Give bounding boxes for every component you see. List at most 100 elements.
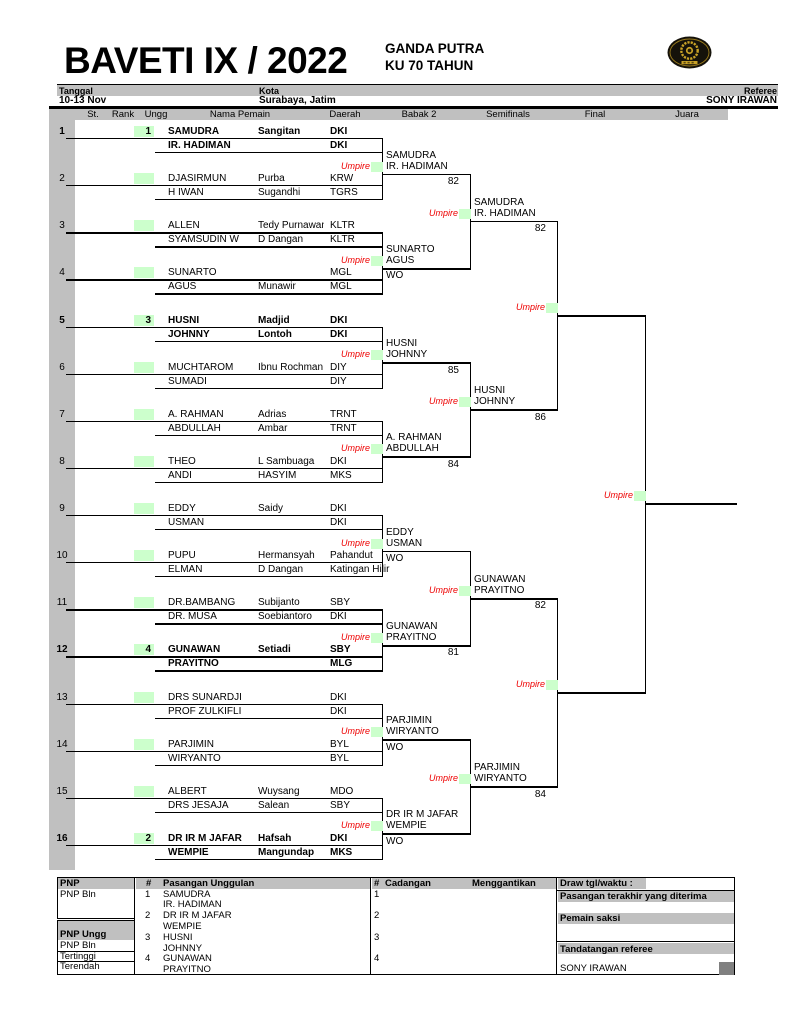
- player1-name: ALBERT: [168, 785, 207, 797]
- round1-winner-name1: PARJIMIN: [386, 715, 432, 727]
- player1-firstname: Purba: [258, 173, 285, 185]
- entry-line-p2: [155, 340, 383, 342]
- player1-firstname: Ibnu Rochman: [258, 361, 324, 373]
- umpire-label: Umpire: [340, 537, 370, 548]
- entry-line-p2: [155, 717, 383, 719]
- player1-region: KLTR: [330, 220, 355, 232]
- umpire-highlight: [459, 774, 471, 785]
- player2-name: AGUS: [168, 281, 197, 293]
- umpire-highlight: [634, 491, 646, 502]
- player1-name: PARJIMIN: [168, 738, 214, 750]
- column-header-ungg: Ungg: [144, 109, 168, 120]
- round1-winner-line: [381, 362, 471, 364]
- entry-line-p2: [155, 811, 383, 814]
- round2-winner-line: [469, 409, 558, 411]
- umpire-highlight: [371, 632, 383, 643]
- round1-winner-name2: AGUS: [386, 254, 415, 266]
- player1-name: PUPU: [168, 550, 196, 562]
- round2-winner-line: [469, 220, 558, 223]
- player2-firstname: D Dangan: [258, 234, 304, 246]
- entry-line-p1: [66, 467, 383, 470]
- pnp-header: PNP: [60, 877, 80, 889]
- entry-line-p2: [155, 529, 383, 531]
- player2-region: MKS: [330, 846, 353, 858]
- entry-line-p2: [155, 434, 383, 437]
- round2-winner-line: [469, 786, 558, 789]
- player2-region: DKI: [330, 328, 348, 340]
- round1-winner-name2: PRAYITNO: [386, 631, 437, 643]
- player2-region: MLG: [330, 658, 353, 670]
- umpire-highlight: [371, 821, 383, 832]
- round2-winner-name1: HUSNI: [474, 385, 506, 397]
- umpire-label: Umpire: [340, 254, 370, 265]
- umpire-label: Umpire: [428, 773, 458, 784]
- entry-line-p1: [66, 609, 383, 611]
- umpire-highlight: [371, 161, 383, 172]
- umpire-label: Umpire: [428, 584, 458, 595]
- player1-name: ALLEN: [168, 220, 200, 232]
- tandatangan-label: Tandatangan referee: [560, 943, 653, 955]
- round2-winner-name2: WIRYANTO: [474, 773, 527, 785]
- umpire-highlight: [459, 397, 471, 408]
- round1-winner-name2: WEMPIE: [386, 820, 427, 832]
- player2-firstname: D Dangan: [258, 564, 304, 576]
- player2-name: DR. MUSA: [168, 611, 217, 623]
- player1-firstname: Saidy: [258, 503, 284, 515]
- player2-region: DKI: [330, 705, 347, 717]
- player2-name: DRS JESAJA: [168, 799, 229, 811]
- cadangan-hash: #: [374, 877, 380, 889]
- round1-winner-line: [381, 267, 471, 270]
- seed-number: 3: [145, 314, 151, 326]
- player1-firstname: Subijanto: [258, 597, 300, 609]
- draw-time-band: [557, 878, 646, 889]
- player1-region: SBY: [330, 597, 351, 609]
- player1-name: A. RAHMAN: [168, 408, 224, 420]
- last-pair-band: [557, 891, 734, 902]
- player1-region: SBY: [330, 644, 351, 656]
- player2-name: H IWAN: [168, 187, 204, 199]
- player2-region: DKI: [330, 517, 347, 529]
- player1-name: MUCHTAROM: [168, 361, 234, 373]
- player2-name: PROF ZULKIFLI: [168, 705, 242, 717]
- umpire-highlight: [459, 585, 471, 596]
- column-header-semifinals: Semifinals: [486, 109, 530, 120]
- round2-score: 82: [534, 600, 546, 612]
- pemain-saksi-band: [557, 912, 734, 924]
- seeded-pair-number: 1: [145, 888, 151, 900]
- round1-winner-line: [381, 456, 471, 459]
- player2-name: ABDULLAH: [168, 422, 221, 434]
- player1-firstname: Madjid: [258, 314, 290, 326]
- semifinal-winner-line: [556, 314, 646, 317]
- round2-score: 86: [534, 411, 546, 423]
- player2-name: WEMPIE: [168, 846, 209, 858]
- referee-signature-name: SONY IRAWAN: [560, 962, 627, 974]
- entry-line-p1: [66, 656, 383, 658]
- player2-firstname: HASYIM: [258, 469, 297, 481]
- player1-region: DIY: [330, 361, 347, 373]
- round1-score: WO: [386, 741, 404, 753]
- entry-line-p1: [66, 185, 383, 187]
- seed-highlight: [134, 126, 154, 137]
- seeded-pair-name1: SAMUDRA: [163, 888, 211, 900]
- menggantikan-label: Menggantikan: [472, 877, 536, 889]
- player1-name: HUSNI: [168, 314, 200, 326]
- seeded-pair-name1: GUNAWAN: [163, 953, 212, 965]
- seed-highlight: [134, 550, 154, 562]
- round1-winner-line: [381, 173, 471, 176]
- player1-name: DR IR M JAFAR: [168, 832, 242, 844]
- player1-region: KRW: [330, 173, 354, 185]
- round1-winner-line: [381, 550, 471, 553]
- entry-number: 14: [56, 738, 68, 750]
- player1-firstname: Adrias: [258, 408, 287, 420]
- column-header-final: Final: [584, 109, 606, 120]
- cadangan-number: 1: [374, 888, 380, 900]
- seeded-pair-name2: WEMPIE: [163, 920, 202, 932]
- seeded-pairs-label: Pasangan Unggulan: [163, 877, 255, 889]
- umpire-label: Umpire: [340, 160, 370, 171]
- player1-name: DRS SUNARDJI: [168, 691, 242, 703]
- seeded-pair-number: 3: [145, 931, 151, 943]
- referee-box-line-1: [556, 889, 735, 891]
- entry-line-p1: [66, 515, 383, 517]
- player2-firstname: Soebiantoro: [258, 611, 312, 623]
- event-category: GANDA PUTRA: [385, 41, 485, 56]
